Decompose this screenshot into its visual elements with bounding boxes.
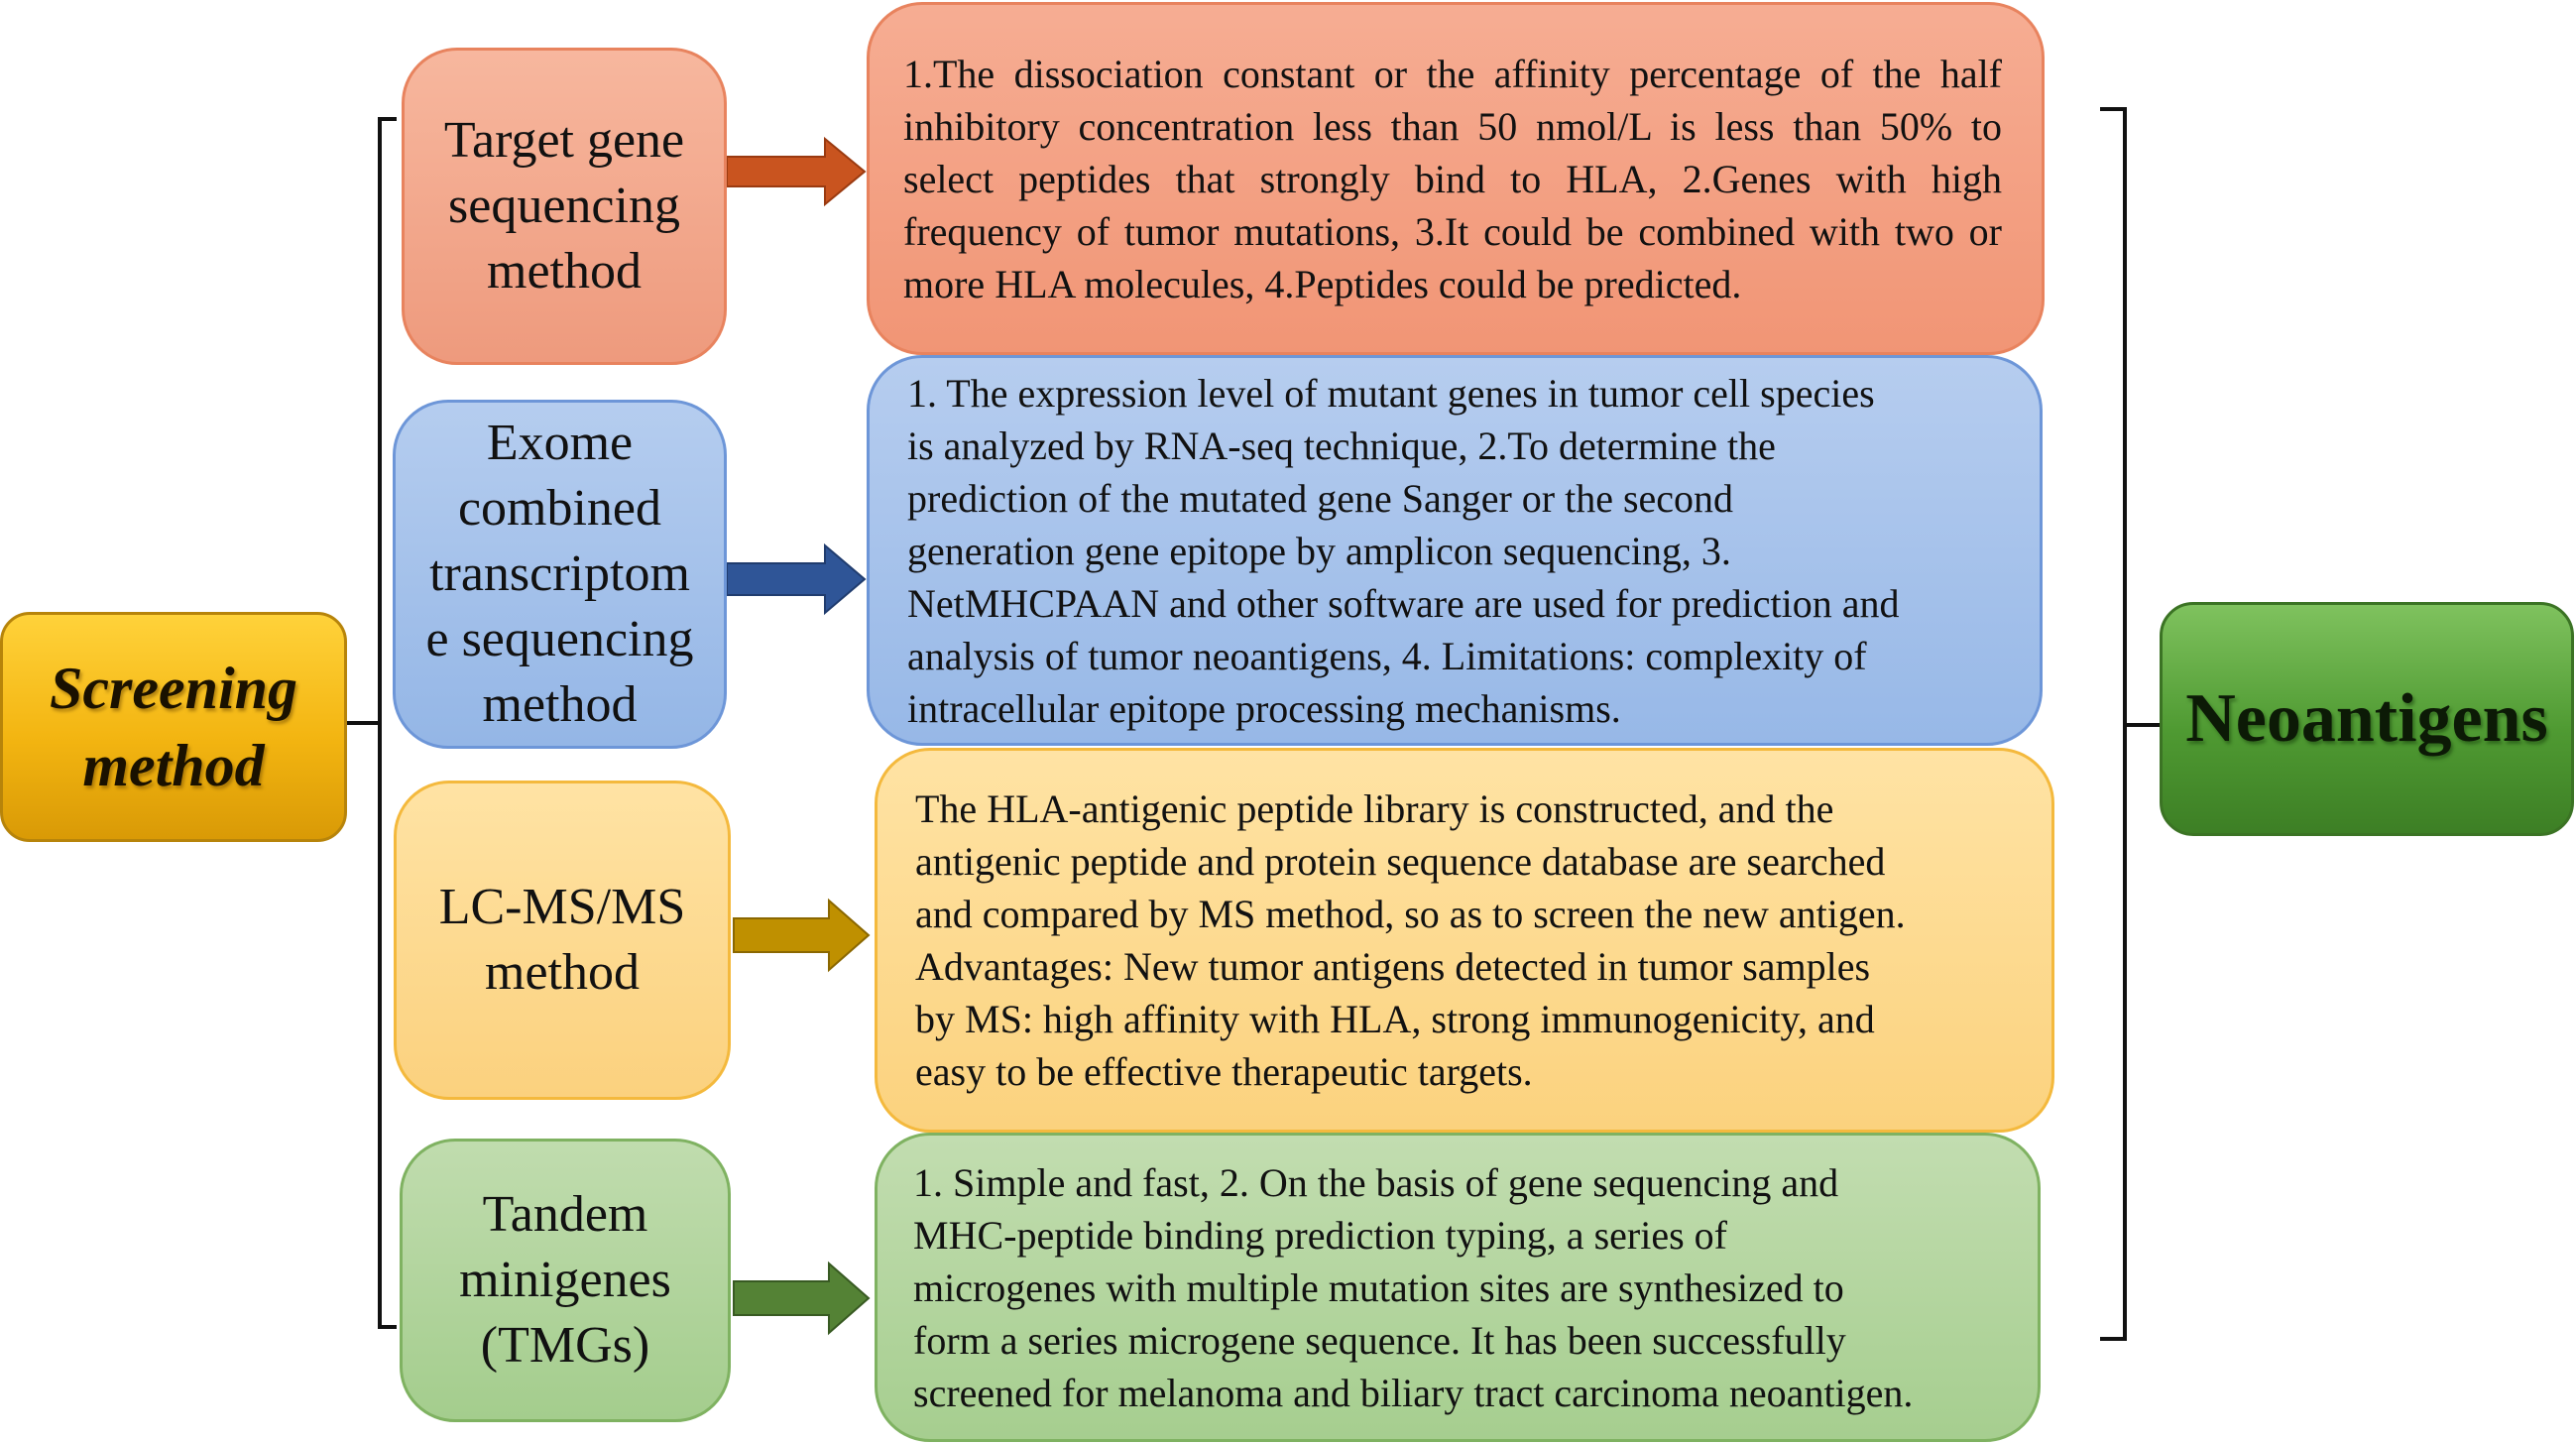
description-3-line-3: and compared by MS method, so as to scre… xyxy=(915,892,1906,936)
description-4-line-2: MHC-peptide binding prediction typing, a… xyxy=(913,1212,1727,1258)
method-box-target-gene: Target gene sequencing method xyxy=(402,48,727,365)
description-3-line-6: easy to be effective therapeutic targets… xyxy=(915,1049,1533,1094)
method-1-line-2: sequencing xyxy=(448,178,680,234)
method-2-line-2: combined xyxy=(457,480,662,537)
neoantigens-node: Neoantigens xyxy=(2160,602,2574,836)
screening-method-node: Screening method xyxy=(0,612,347,842)
description-3-line-4: Advantages: New tumor antigens detected … xyxy=(915,944,1871,989)
neoantigens-label: Neoantigens xyxy=(2185,680,2548,757)
description-2-line-4: generation gene epitope by amplicon sequ… xyxy=(907,528,1731,573)
method-3-line-1: LC-MS/MS xyxy=(438,879,686,935)
description-3-line-1: The HLA-antigenic peptide library is con… xyxy=(915,786,1834,831)
method-3-line-2: method xyxy=(485,944,640,1001)
arrow-3 xyxy=(733,898,871,973)
description-target-gene: 1.The dissociation constant or the affin… xyxy=(867,2,2045,355)
description-1-text: 1.The dissociation constant or the affin… xyxy=(903,51,2002,306)
method-4-line-1: Tandem xyxy=(482,1186,648,1243)
method-2-line-3: transcriptom xyxy=(429,545,690,602)
method-2-line-1: Exome xyxy=(486,415,634,471)
left-bracket xyxy=(378,117,397,1329)
description-4-line-5: screened for melanoma and biliary tract … xyxy=(913,1370,1914,1415)
description-exome: 1. The expression level of mutant genes … xyxy=(867,355,2043,746)
method-box-lcmsms: LC-MS/MS method xyxy=(394,781,731,1100)
method-2-line-5: method xyxy=(482,676,638,733)
method-1-line-1: Target gene xyxy=(443,112,685,169)
description-2-line-5: NetMHCPAAN and other software are used f… xyxy=(907,580,1900,626)
description-4-line-1: 1. Simple and fast, 2. On the basis of g… xyxy=(913,1159,1839,1205)
method-box-exome: Exome combined transcriptom e sequencing… xyxy=(393,400,727,749)
screening-method-line1: Screening xyxy=(49,656,298,721)
screening-method-line2: method xyxy=(82,733,265,798)
arrow-4 xyxy=(733,1261,871,1336)
description-2-line-1: 1. The expression level of mutant genes … xyxy=(907,370,1875,416)
method-4-line-3: (TMGs) xyxy=(480,1317,650,1374)
right-bracket xyxy=(2100,107,2127,1341)
method-4-line-2: minigenes xyxy=(459,1252,671,1308)
arrow-1 xyxy=(726,136,867,207)
method-1-line-3: method xyxy=(487,243,642,300)
description-3-line-5: by MS: high affinity with HLA, strong im… xyxy=(915,997,1875,1041)
description-2-line-3: prediction of the mutated gene Sanger or… xyxy=(907,475,1734,521)
method-2-line-4: e sequencing xyxy=(425,611,694,667)
description-4-line-3: microgenes with multiple mutation sites … xyxy=(913,1264,1844,1310)
arrow-2 xyxy=(726,542,867,616)
description-3-line-2: antigenic peptide and protein sequence d… xyxy=(915,839,1886,884)
method-box-tmgs: Tandem minigenes (TMGs) xyxy=(400,1139,731,1422)
description-tmgs: 1. Simple and fast, 2. On the basis of g… xyxy=(875,1133,2041,1442)
description-2-line-6: analysis of tumor neoantigens, 4. Limita… xyxy=(907,633,1867,678)
description-2-line-2: is analyzed by RNA-seq technique, 2.To d… xyxy=(907,422,1776,468)
description-4-line-4: form a series microgene sequence. It has… xyxy=(913,1317,1846,1363)
description-2-line-7: intracellular epitope processing mechani… xyxy=(907,685,1621,731)
description-lcmsms: The HLA-antigenic peptide library is con… xyxy=(875,748,2054,1133)
